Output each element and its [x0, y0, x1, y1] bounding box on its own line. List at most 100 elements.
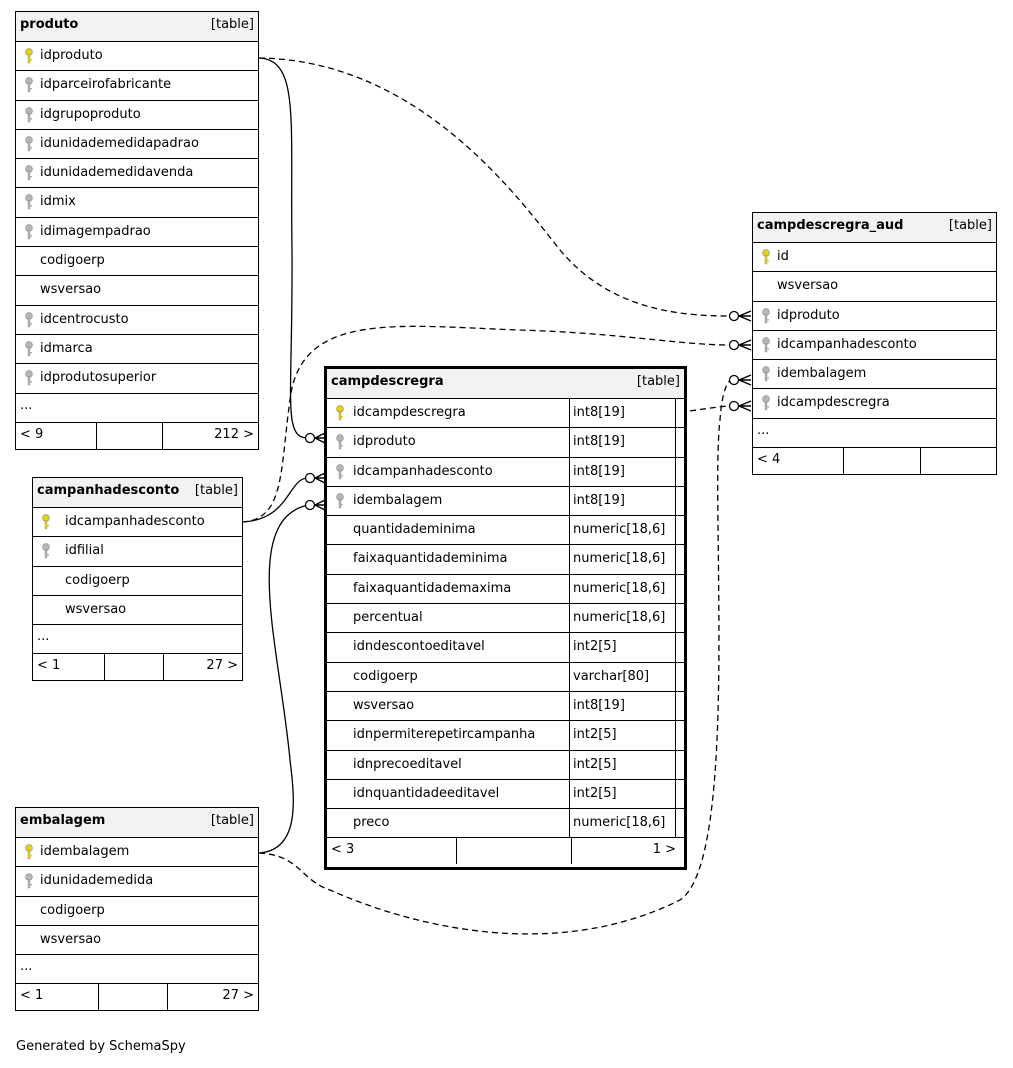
column-row[interactable]: idcentrocusto [16, 306, 258, 335]
column-row[interactable]: wsversao [16, 276, 258, 306]
table-name: embalagem [20, 813, 106, 828]
column-type: int2[5] [573, 727, 617, 743]
ellipsis-row: ... [16, 955, 258, 985]
column-row[interactable]: idmarca [16, 335, 258, 365]
column-row[interactable]: idunidademedidavenda [16, 159, 258, 189]
table-name: produto [20, 17, 79, 32]
foreign-key-icon [41, 543, 51, 559]
column-row[interactable]: id [753, 243, 996, 273]
table-header: produto [table] [16, 12, 258, 42]
column-type: int8[19] [573, 434, 625, 450]
column-row[interactable]: idcampanhadesconto [753, 331, 996, 361]
column-row[interactable]: idembalagem [753, 360, 996, 390]
column-row[interactable]: idembalagem [16, 838, 258, 868]
column-row[interactable]: idproduto [753, 302, 996, 331]
table-footer: < 1 27 > [16, 984, 258, 1011]
column-name: idcampanhadesconto [353, 463, 493, 479]
column-row[interactable]: idimagempadrao [16, 218, 258, 248]
column-row[interactable]: idprodutosuperior [16, 364, 258, 394]
parents-count: < 4 [757, 452, 781, 468]
column-row[interactable]: idcampdescregra [753, 389, 996, 419]
column-name: idparceirofabricante [40, 77, 172, 93]
column-name: idimagempadrao [40, 223, 151, 239]
table-name: campdescregra_aud [757, 218, 904, 233]
column-row[interactable]: idembalagem int8[19] [327, 486, 684, 517]
edge-campanha-aud [241, 325, 731, 523]
column-row[interactable]: idfilial [33, 537, 242, 567]
column-row[interactable]: wsversao [753, 272, 996, 302]
column-row[interactable]: idmix [16, 188, 258, 218]
column-type: int8[19] [573, 463, 625, 479]
primary-key-icon [41, 514, 51, 530]
column-row[interactable]: idcampanhadesconto [33, 508, 242, 538]
edge-embalagem-aud [258, 379, 733, 935]
generated-by-credit: Generated by SchemaSpy [16, 1039, 186, 1054]
column-name: idembalagem [777, 366, 867, 382]
column-name: idgrupoproduto [40, 106, 141, 122]
column-name: wsversao [40, 282, 102, 298]
table-type: [table] [210, 813, 254, 828]
column-name: idcampdescregra [777, 395, 890, 411]
table-header: campanhadesconto [table] [33, 478, 242, 508]
column-name: faixaquantidademinima [353, 551, 508, 567]
column-row[interactable]: idunidademedida [16, 867, 258, 897]
ellipsis-row: ... [16, 394, 258, 423]
edge-campanha-campdescregra [241, 477, 309, 523]
column-row[interactable]: percentual numeric[18,6] [327, 604, 684, 634]
column-name: codigoerp [353, 668, 418, 684]
column-row[interactable]: codigoerp [16, 897, 258, 926]
children-count: 212 > [214, 426, 254, 442]
foreign-key-icon [335, 434, 345, 450]
column-row[interactable]: codigoerp [33, 567, 242, 596]
column-row[interactable]: idunidademedidapadrao [16, 130, 258, 160]
edge-embalagem-campdescregra [258, 504, 309, 854]
column-row[interactable]: wsversao [16, 926, 258, 956]
column-name: percentual [353, 610, 423, 626]
foreign-key-icon [24, 77, 34, 93]
table-campanhadesconto[interactable]: campanhadesconto [table] idcampanhadesco… [32, 477, 243, 681]
column-row[interactable]: codigoerp [16, 247, 258, 277]
column-name: idndescontoeditavel [353, 639, 485, 655]
table-footer: < 9 212 > [16, 422, 258, 449]
column-row[interactable]: idparceirofabricante [16, 71, 258, 101]
foreign-key-icon [24, 311, 34, 328]
foreign-key-icon [761, 307, 771, 324]
foreign-key-icon [24, 136, 34, 152]
column-name: idnprecoeditavel [353, 756, 462, 772]
foreign-key-icon [335, 493, 345, 509]
foreign-key-icon [24, 224, 34, 240]
column-row[interactable]: wsversao [33, 596, 242, 626]
table-produto[interactable]: produto [table] idproduto idparceirofabri… [15, 11, 259, 450]
column-row[interactable]: idgrupoproduto [16, 101, 258, 130]
column-name: wsversao [40, 931, 102, 947]
column-row[interactable]: idproduto [16, 42, 258, 72]
column-name: idproduto [40, 48, 103, 63]
column-type: numeric[18,6] [573, 610, 666, 626]
column-name: codigoerp [65, 572, 130, 588]
column-type: int8[19] [573, 492, 625, 508]
column-row[interactable]: idcampanhadesconto int8[19] [327, 457, 684, 487]
foreign-key-icon [761, 366, 771, 382]
column-name: idembalagem [353, 492, 443, 508]
column-type: int8[19] [573, 405, 625, 420]
column-name: quantidademinima [353, 522, 476, 538]
table-type: [table] [210, 17, 254, 32]
parents-count: < 3 [331, 842, 355, 858]
